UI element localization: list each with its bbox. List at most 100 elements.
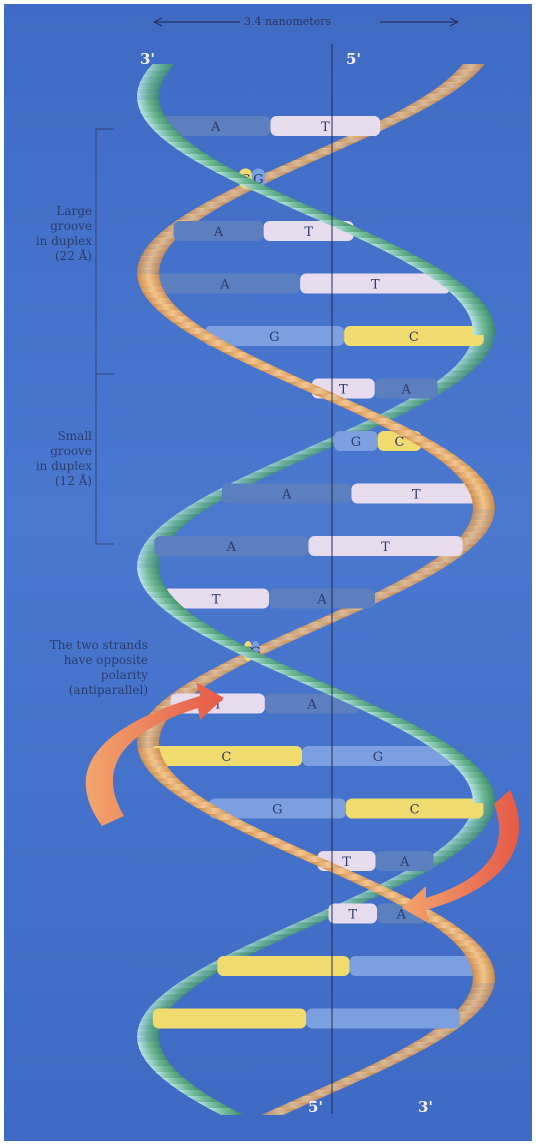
- minor-groove-label: Small groove in duplex (12 Å): [6, 429, 92, 489]
- base-label: T: [371, 278, 380, 293]
- base-label: T: [321, 120, 330, 135]
- orange-strand-segment: [151, 304, 180, 311]
- orange-strand-segment: [333, 136, 370, 143]
- orange-strand-segment: [391, 1048, 426, 1055]
- base-label: A: [306, 698, 317, 713]
- orange-strand-segment: [169, 790, 201, 797]
- orange-strand-segment: [137, 274, 160, 281]
- green-strand-segment: [454, 766, 483, 773]
- green-strand-segment: [269, 928, 306, 935]
- green-strand-segment: [354, 706, 391, 713]
- orange-strand-segment: [256, 838, 293, 845]
- green-strand-segment: [137, 1030, 160, 1037]
- orange-strand-segment: [223, 352, 259, 359]
- orange-strand-segment: [440, 460, 471, 467]
- green-strand-segment: [141, 112, 167, 119]
- green-strand-segment: [208, 1108, 243, 1115]
- orange-strand-segment: [468, 520, 493, 527]
- green-strand-segment: [187, 1096, 221, 1103]
- green-strand-segment: [194, 160, 228, 167]
- orange-strand-segment: [211, 346, 246, 353]
- green-strand-segment: [466, 310, 492, 317]
- green-strand-segment: [460, 772, 487, 779]
- green-strand-segment: [138, 106, 163, 113]
- orange-strand-segment: [216, 190, 252, 197]
- base-label: T: [304, 225, 313, 240]
- scale-label: 3.4 nanometers: [244, 15, 331, 28]
- orange-strand-segment: [301, 1090, 339, 1097]
- double-helix: ATCGATATGCTAGCATATTACGTACGGCTATA: [4, 4, 532, 1141]
- orange-strand-segment: [137, 748, 161, 755]
- green-strand-segment: [197, 1102, 232, 1109]
- green-strand-segment: [156, 994, 186, 1001]
- orange-strand-segment: [205, 196, 240, 203]
- orange-strand-segment: [144, 244, 171, 251]
- orange-strand-segment: [472, 502, 494, 509]
- base-label: T: [212, 593, 221, 608]
- orange-strand-segment: [324, 610, 362, 617]
- green-strand-segment: [395, 400, 430, 407]
- orange-strand-segment: [172, 322, 204, 329]
- green-strand-segment: [471, 790, 495, 797]
- end-label-bottom-left: 5': [308, 1098, 323, 1116]
- green-strand-segment: [345, 424, 382, 431]
- orange-strand-segment: [282, 850, 320, 857]
- end-label-top-left: 3': [140, 50, 155, 68]
- green-strand-segment: [465, 778, 491, 785]
- orange-strand-segment: [336, 874, 373, 881]
- green-strand-segment: [252, 466, 289, 473]
- orange-strand-segment: [148, 238, 176, 245]
- orange-strand-segment: [467, 958, 492, 965]
- orange-strand-segment: [209, 664, 244, 671]
- green-strand-segment: [252, 190, 289, 197]
- green-strand-segment: [167, 142, 199, 149]
- green-strand-segment: [265, 196, 302, 203]
- green-strand-segment: [137, 568, 160, 575]
- orange-strand-segment: [269, 844, 306, 851]
- green-strand-segment: [240, 472, 277, 479]
- green-strand-segment: [383, 406, 419, 413]
- orange-strand-segment: [399, 574, 434, 581]
- green-strand-segment: [160, 136, 191, 143]
- base-label: G: [373, 750, 383, 765]
- base-label: A: [401, 383, 412, 398]
- green-strand-segment: [462, 352, 489, 359]
- orange-strand-segment: [465, 994, 491, 1001]
- green-strand-segment: [429, 850, 461, 857]
- orange-strand-segment: [306, 148, 344, 155]
- orange-strand-segment: [420, 562, 453, 569]
- base-label: A: [281, 488, 292, 503]
- orange-strand-segment: [142, 292, 169, 299]
- orange-strand-segment: [379, 1054, 415, 1061]
- orange-strand-segment: [195, 202, 229, 209]
- orange-strand-segment: [472, 970, 495, 977]
- orange-strand-segment: [422, 448, 455, 455]
- orange-strand-segment: [464, 526, 490, 533]
- green-strand-segment: [405, 262, 439, 269]
- orange-strand-segment: [162, 784, 193, 791]
- orange-strand-segment: [198, 670, 233, 677]
- green-strand-segment: [458, 826, 486, 833]
- orange-strand-segment: [395, 106, 430, 113]
- green-strand-segment: [137, 556, 160, 563]
- base-label: A: [396, 908, 407, 923]
- green-strand-segment: [466, 346, 492, 353]
- orange-strand-segment: [426, 88, 458, 95]
- orange-strand-segment: [266, 166, 303, 173]
- base-label: A: [316, 593, 327, 608]
- orange-strand-segment: [141, 250, 167, 257]
- green-strand-segment: [145, 1060, 173, 1067]
- orange-strand-segment: [146, 298, 174, 305]
- green-strand-segment: [170, 1084, 202, 1091]
- green-strand-segment: [468, 784, 493, 791]
- green-strand-segment: [143, 70, 170, 77]
- green-strand-segment: [231, 946, 267, 953]
- base-label: G: [351, 435, 361, 450]
- green-strand-segment: [390, 724, 425, 731]
- green-strand-segment: [138, 574, 162, 581]
- orange-strand-segment: [310, 616, 348, 623]
- orange-strand-segment: [445, 934, 475, 941]
- green-strand-segment: [201, 634, 236, 641]
- green-strand-segment: [291, 208, 329, 215]
- base-label: T: [339, 383, 348, 398]
